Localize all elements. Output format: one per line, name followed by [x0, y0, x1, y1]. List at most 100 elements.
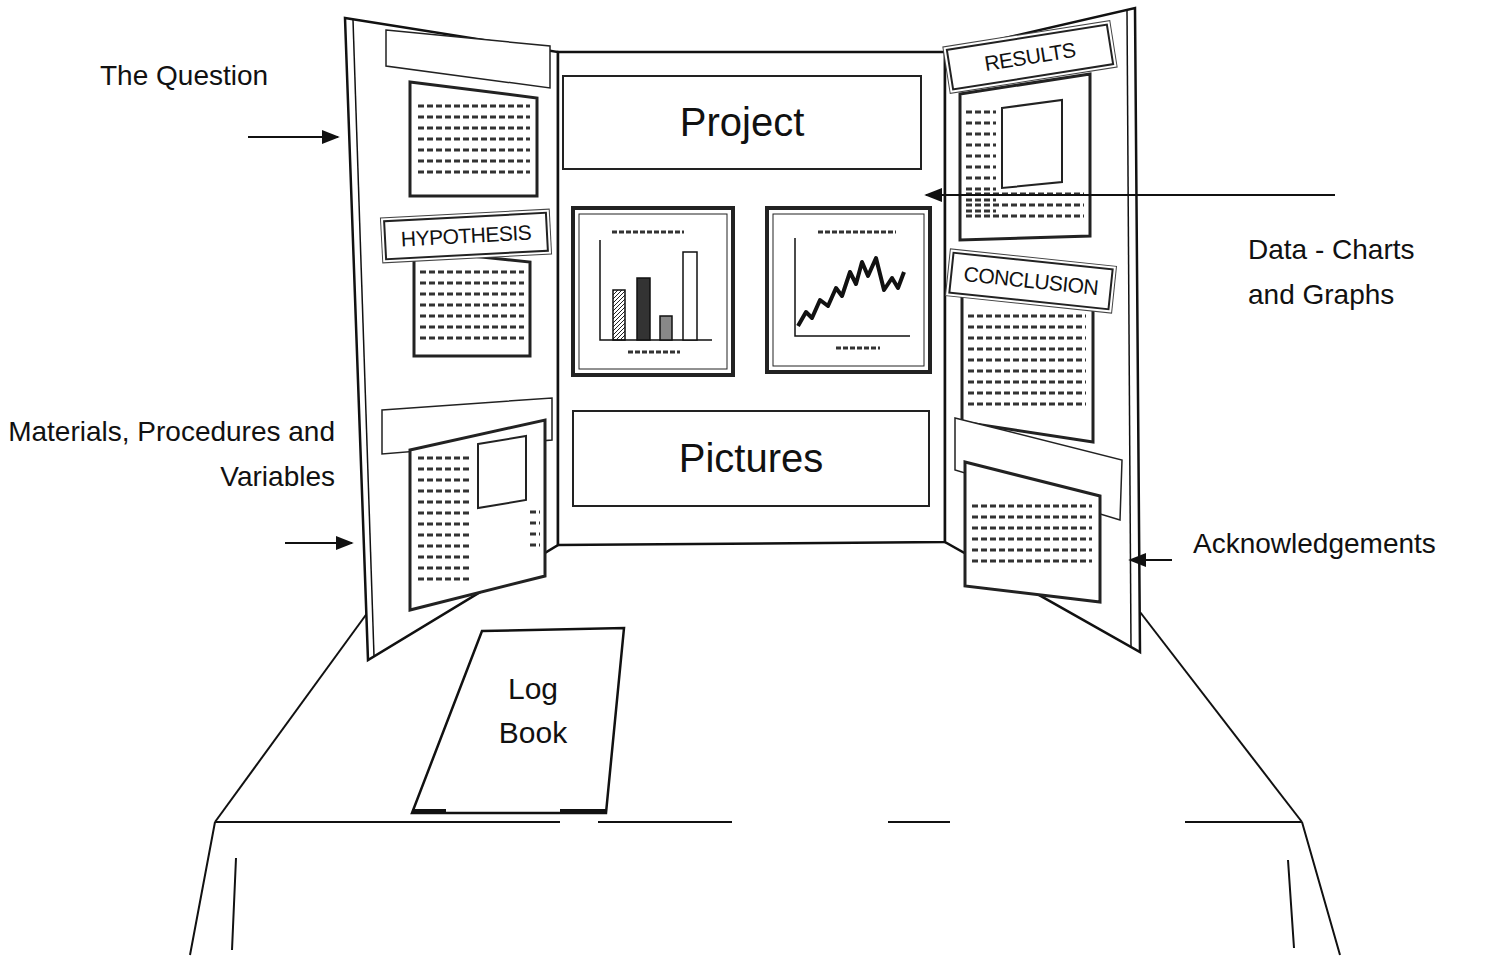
card-text-lines [418, 106, 1092, 579]
text-line [418, 534, 470, 537]
text-line [420, 337, 524, 340]
node-text: CONCLUSION [963, 262, 1100, 300]
text-line [418, 105, 530, 108]
text-line [966, 144, 996, 147]
text-line [420, 326, 524, 329]
chart-axis [600, 240, 712, 340]
tablecloth-fold [190, 822, 236, 955]
text-line [418, 160, 530, 163]
text-line [420, 304, 524, 307]
text-line [966, 215, 1084, 218]
callout-arrow [248, 136, 338, 138]
chart-frame [579, 214, 727, 369]
text-line [966, 133, 996, 136]
book-spine [412, 809, 606, 813]
bar [637, 278, 650, 340]
callout-label: Acknowledgements [1193, 522, 1483, 567]
table-edge [215, 612, 368, 822]
section-header: RESULTS [946, 23, 1115, 90]
text-line [966, 111, 996, 114]
text-line [968, 381, 1086, 384]
callout-arrow [1130, 559, 1172, 561]
text-card [410, 82, 537, 196]
table [190, 612, 1340, 955]
text-line [966, 204, 1084, 207]
text-line [968, 326, 1086, 329]
text-line [972, 527, 1092, 530]
text-line [418, 501, 470, 504]
text-line [968, 348, 1086, 351]
section-header: HYPOTHESIS [383, 212, 549, 261]
text-line [972, 538, 1092, 541]
text-line [966, 122, 996, 125]
tablecloth-fold [1288, 822, 1340, 955]
table-front [215, 821, 1302, 823]
text-line [418, 171, 530, 174]
text-line [418, 149, 530, 152]
text-line [418, 457, 470, 460]
bar [683, 252, 697, 340]
text-line [530, 522, 540, 525]
text-line [420, 293, 524, 296]
board-cards [382, 30, 1122, 610]
log-book: Log Book [410, 625, 626, 817]
tri-fold-board [345, 8, 1140, 660]
text-line [966, 155, 996, 158]
blank-strip [386, 30, 550, 88]
text-line [418, 490, 470, 493]
data-line [798, 258, 904, 326]
panel-edge [1127, 10, 1131, 648]
section-header: CONCLUSION [948, 252, 1114, 311]
text-line [418, 512, 470, 515]
text-line [418, 545, 470, 548]
text-line [418, 567, 470, 570]
bar [660, 316, 672, 340]
text-line [418, 116, 530, 119]
text-line [968, 337, 1086, 340]
callout-arrows [248, 137, 1335, 560]
text-card [960, 74, 1090, 240]
text-line [418, 578, 470, 581]
node-text: Pictures [679, 436, 824, 481]
callout-label: Data - Charts and Graphs [1248, 228, 1468, 318]
text-line [418, 479, 470, 482]
text-line [418, 556, 470, 559]
node-text: Log Book [488, 667, 578, 754]
card-picture [478, 436, 526, 508]
text-line [972, 516, 1092, 519]
text-card [965, 462, 1100, 602]
text-line [530, 511, 540, 514]
chart-frame [773, 214, 924, 366]
chart-frame [573, 208, 733, 375]
text-line [966, 188, 996, 191]
book-cover [412, 628, 624, 813]
text-line [968, 403, 1086, 406]
panel-edge [353, 20, 374, 656]
card-picture [1002, 100, 1062, 188]
chart-caption-lines [612, 232, 684, 352]
callout-text: Materials, Procedures and Variables [8, 416, 335, 492]
text-line [530, 544, 540, 547]
text-line [420, 315, 524, 318]
text-line [966, 166, 996, 169]
right-panel [945, 8, 1140, 652]
text-line [420, 282, 524, 285]
line-chart [767, 208, 930, 372]
callout-text: Data - Charts and Graphs [1248, 234, 1415, 310]
callout-text: Acknowledgements [1193, 528, 1436, 559]
text-line [972, 560, 1092, 563]
callout-label: The Question [100, 54, 320, 99]
left-panel [345, 18, 558, 660]
text-line [966, 177, 996, 180]
text-line [530, 533, 540, 536]
node-text: RESULTS [983, 38, 1077, 76]
callout-label: Materials, Procedures and Variables [5, 410, 335, 500]
text-line [966, 199, 996, 202]
center-panel [558, 52, 945, 545]
pictures-box: Pictures [572, 410, 930, 507]
node-text: Project [680, 100, 805, 145]
text-card [962, 290, 1093, 442]
callout-text: The Question [100, 60, 268, 91]
text-line [968, 392, 1086, 395]
